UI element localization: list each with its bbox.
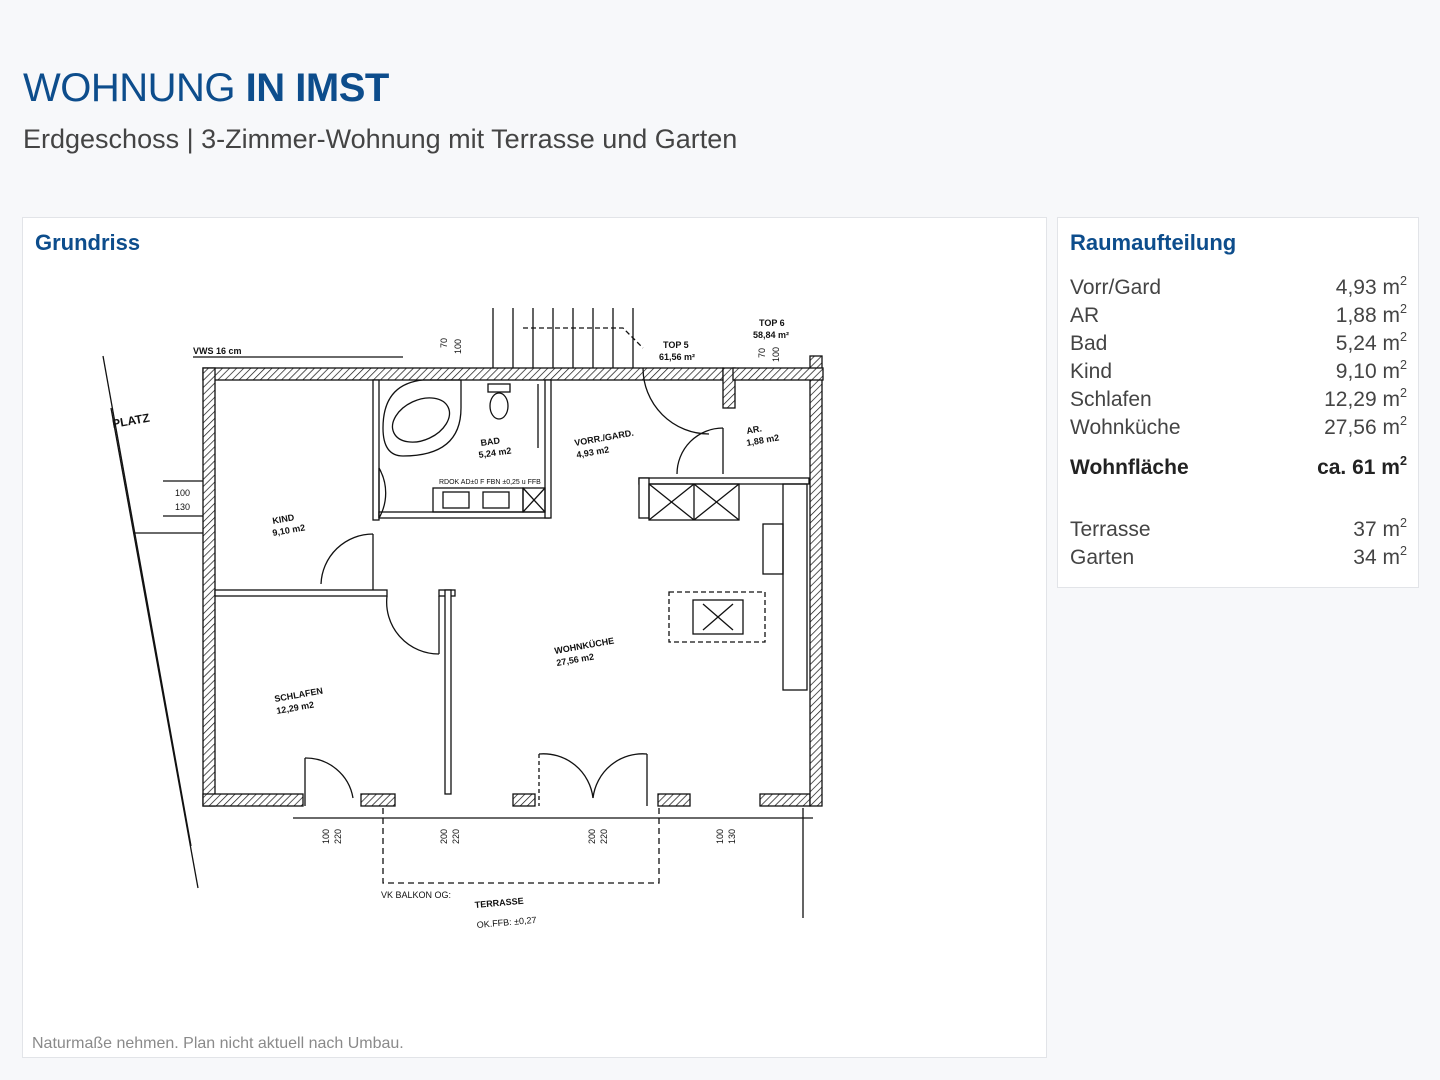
room-name: AR — [1070, 304, 1100, 327]
dim-b4b: 130 — [727, 829, 737, 844]
label-kind: KIND — [272, 512, 296, 526]
title-part-2: IN IMST — [245, 66, 390, 110]
wall-bad-left — [372, 379, 380, 521]
room-area: 1,88 m2 — [1335, 302, 1407, 327]
label-platz: PLATZ — [111, 411, 151, 431]
room-row: Kind 9,10 m2 — [1070, 358, 1407, 384]
title-part-1: WOHNUNG — [23, 66, 246, 110]
floorplan-panel: Grundriss — [22, 217, 1047, 1058]
room-name: Wohnküche — [1070, 416, 1181, 439]
label-ok-ffb: OK.FFB: ±0,27 — [476, 915, 537, 930]
outdoor-row: Garten 34 m2 — [1070, 544, 1407, 570]
room-area: 5,24 m2 — [1335, 330, 1407, 355]
room-row: AR 1,88 m2 — [1070, 302, 1407, 328]
wall-ar-left — [722, 367, 736, 409]
dim-b3a: 200 — [587, 829, 597, 844]
wall-bottom-2 — [360, 793, 396, 807]
room-name: Kind — [1070, 360, 1113, 383]
dim-left-130: 130 — [175, 502, 190, 512]
outdoor-area: 34 m2 — [1353, 544, 1407, 569]
room-area: 27,56 m2 — [1324, 414, 1407, 439]
outdoor-name: Garten — [1070, 546, 1135, 569]
wall-ar-top — [732, 367, 824, 381]
door-ar — [676, 427, 724, 475]
door-terrace-left — [538, 753, 594, 799]
dim-70a: 70 — [439, 338, 449, 348]
kitchen-top — [638, 477, 810, 485]
room-row: Bad 5,24 m2 — [1070, 330, 1407, 356]
wall-bad-right — [544, 379, 552, 519]
dim-b1b: 220 — [333, 829, 343, 844]
dim-b2b: 220 — [451, 829, 461, 844]
dim-70b: 70 — [757, 348, 767, 358]
label-top5: TOP 5 — [663, 340, 689, 350]
total-row: Wohnfläche ca. 61 m2 — [1070, 454, 1407, 480]
wall-bottom-1 — [202, 793, 304, 807]
label-ar: AR. — [746, 423, 763, 436]
room-area: 4,93 m2 — [1335, 274, 1407, 299]
wall-bad-bottom — [378, 511, 550, 519]
floorplan-heading: Grundriss — [35, 230, 141, 255]
room-row: Wohnküche 27,56 m2 — [1070, 414, 1407, 440]
room-row: Vorr/Gard 4,93 m2 — [1070, 274, 1407, 300]
page-subtitle: Erdgeschoss | 3-Zimmer-Wohnung mit Terra… — [23, 124, 738, 154]
page-title: WOHNUNG IN IMST — [23, 66, 389, 111]
wall-right — [809, 355, 823, 807]
wall-bottom-5 — [759, 793, 811, 807]
wall-kind-schlafen — [214, 589, 388, 597]
label-bad: BAD — [480, 435, 501, 448]
wall-bottom-3 — [512, 793, 536, 807]
outdoor-row: Terrasse 37 m2 — [1070, 516, 1407, 542]
room-area: 12,29 m2 — [1324, 386, 1407, 411]
floorplan-drawing: VWS 16 cm PLATZ TOP 5 61,56 m² TOP 6 58,… — [102, 308, 824, 930]
total-area: ca. 61 m2 — [1317, 454, 1407, 479]
label-vk-balkon: VK BALKON OG: — [381, 890, 451, 900]
rooms-panel: Raumaufteilung Vorr/Gard 4,93 m2 AR 1,88… — [1057, 217, 1419, 588]
bathtub — [382, 379, 462, 457]
door-schlafen — [386, 595, 440, 655]
dim-b1a: 100 — [321, 829, 331, 844]
kitchen-right-counter — [782, 483, 808, 691]
room-row: Schlafen 12,29 m2 — [1070, 386, 1407, 412]
label-terrasse: TERRASSE — [474, 896, 524, 910]
door-entry — [642, 367, 710, 435]
platz-line — [102, 355, 192, 847]
room-area: 9,10 m2 — [1335, 358, 1407, 383]
outdoor-name: Terrasse — [1070, 518, 1151, 541]
total-name: Wohnfläche — [1070, 456, 1189, 479]
terrace-outline — [382, 808, 660, 884]
dim-b3b: 220 — [599, 829, 609, 844]
wall-schlafen-right — [444, 589, 452, 795]
label-bad-area: 5,24 m2 — [478, 445, 512, 459]
kitchen-island — [668, 591, 766, 643]
dim-b2a: 200 — [439, 829, 449, 844]
label-vws: VWS 16 cm — [193, 346, 242, 356]
label-top6-area: 58,84 m² — [753, 330, 789, 340]
wall-left — [202, 367, 216, 807]
label-rdok: RDOK AD±0 F FBN ±0,25 u FFB — [439, 479, 541, 486]
door-terrace-right — [592, 753, 648, 799]
room-name: Schlafen — [1070, 388, 1152, 411]
wall-top — [202, 367, 724, 381]
dim-100b: 100 — [771, 347, 781, 362]
room-name: Vorr/Gard — [1070, 276, 1162, 299]
dim-100a: 100 — [453, 339, 463, 354]
door-kind — [320, 533, 374, 585]
label-top6: TOP 6 — [759, 318, 785, 328]
dim-b4a: 100 — [715, 829, 725, 844]
floorplan-footnote: Naturmaße nehmen. Plan nicht aktuell nac… — [32, 1035, 404, 1052]
rooms-heading: Raumaufteilung — [1070, 230, 1237, 255]
room-name: Bad — [1070, 332, 1108, 355]
dim-left-100: 100 — [175, 488, 190, 498]
label-top5-area: 61,56 m² — [659, 352, 695, 362]
outdoor-area: 37 m2 — [1353, 516, 1407, 541]
wall-bottom-4 — [657, 793, 691, 807]
stairs — [492, 308, 644, 368]
